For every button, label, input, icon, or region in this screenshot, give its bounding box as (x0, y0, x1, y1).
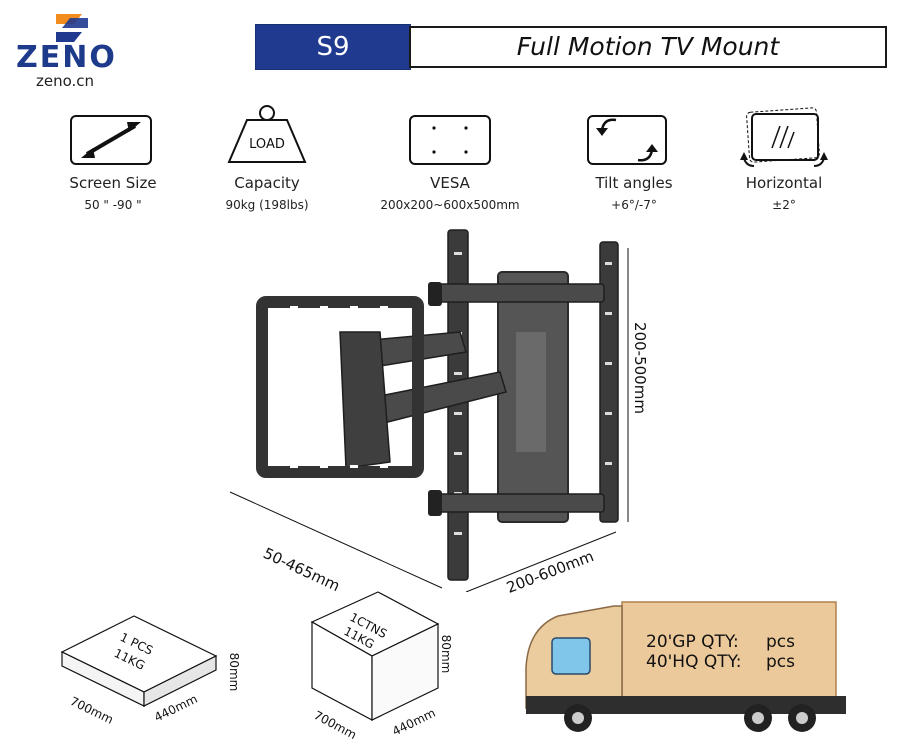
shipping-truck (525, 601, 846, 732)
tilt-arrows-icon (587, 115, 667, 165)
package-height: 80mm (227, 652, 241, 692)
spec-screen-size: Screen Size 50 " -90 " (38, 112, 188, 222)
rotate-screen-icon (740, 107, 828, 167)
zeno-logo-icon (56, 14, 88, 42)
package-height: 80mm (439, 634, 453, 674)
spec-horizontal: Horizontal ±2° (709, 104, 859, 222)
load-icon-label: LOAD (249, 137, 285, 152)
package-box-flat (60, 615, 218, 707)
bottom-bar (433, 493, 605, 513)
width-dimension-line (465, 531, 617, 592)
package-box-carton (310, 591, 440, 721)
spec-label: Tilt angles (595, 174, 673, 192)
page-title: Full Motion TV Mount (409, 26, 887, 68)
gp-qty-label: 20'GP QTY: (646, 632, 739, 652)
gp-qty-unit: pcs (766, 632, 795, 652)
spec-label: Capacity (234, 174, 300, 192)
brand-name: ZENO (16, 40, 117, 75)
product-illustration (229, 229, 629, 592)
brand-logo: ZENO zeno.cn (14, 4, 134, 90)
spec-capacity: LOAD Capacity 90kg (198lbs) (192, 104, 342, 222)
spec-tilt: Tilt angles +6°/-7° (559, 112, 709, 222)
load-weight-icon: LOAD (227, 105, 307, 163)
right-rail (599, 241, 619, 523)
brand-website: zeno.cn (36, 72, 95, 90)
top-bar (433, 283, 605, 303)
spec-label: Screen Size (69, 174, 157, 192)
height-dimension-label: 200-500mm (631, 322, 649, 414)
depth-dimension-line (229, 491, 443, 589)
model-badge: S9 (255, 24, 411, 70)
truck-cargo-box (621, 601, 837, 699)
spec-value: 90kg (198lbs) (225, 198, 309, 212)
spec-label: VESA (430, 174, 470, 192)
spec-label: Horizontal (745, 174, 823, 192)
hq-qty-label: 40'HQ QTY: (646, 652, 742, 672)
spec-value: +6°/-7° (611, 198, 657, 212)
spec-value: 50 " -90 " (84, 198, 142, 212)
vesa-holes-icon (409, 115, 491, 165)
diagonal-arrow-icon (70, 115, 152, 165)
wall-bracket (256, 296, 424, 478)
spec-vesa: VESA 200x200~600x500mm (375, 112, 525, 222)
spec-value: 200x200~600x500mm (380, 198, 520, 212)
spec-value: ±2° (772, 198, 796, 212)
hq-qty-unit: pcs (766, 652, 795, 672)
